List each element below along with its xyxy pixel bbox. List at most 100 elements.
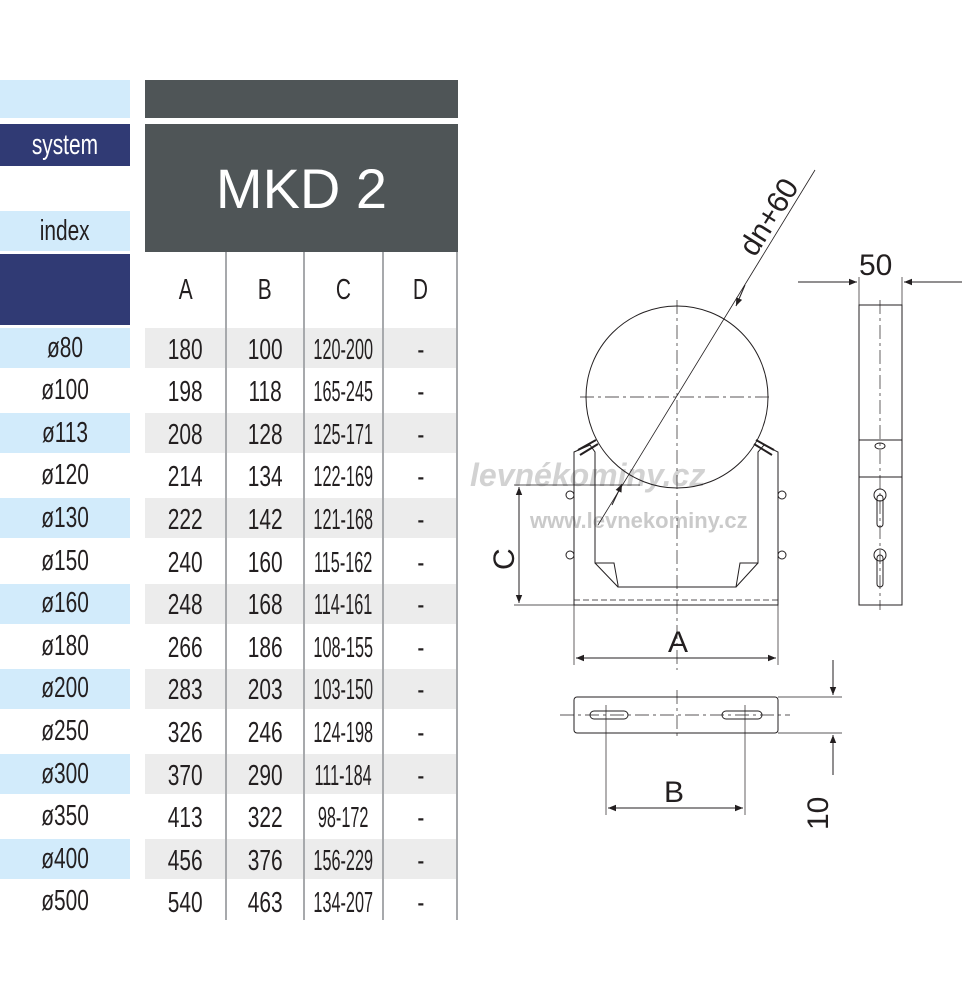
cell-value: -	[417, 461, 424, 494]
table-cell-c: 98-172	[304, 799, 383, 839]
table-cell-b: 134	[226, 458, 304, 498]
table-cell-c: 108-155	[304, 628, 383, 668]
table-row-dn: ø120	[0, 456, 130, 496]
cell-value: -	[417, 887, 424, 920]
column-header-text: B	[258, 273, 272, 306]
column-header-b: B	[226, 255, 304, 325]
cell-value: 283	[168, 674, 203, 707]
dn-value: ø180	[41, 629, 89, 662]
table-cell-d: -	[383, 671, 458, 711]
dim-diameter-label: dn+60	[733, 173, 806, 262]
dn-value: ø500	[41, 885, 89, 918]
table-cell-a: 198	[145, 373, 226, 413]
table-cell-c: 114-161	[304, 586, 383, 626]
table-row-dn: ø130	[0, 498, 130, 538]
table-cell-d: -	[383, 628, 458, 668]
table-cell-b: 128	[226, 415, 304, 455]
table-row-dn: ø160	[0, 584, 130, 624]
dim-c-label: C	[488, 548, 521, 570]
table-cell-c: 120-200	[304, 330, 383, 370]
row-background	[145, 413, 458, 454]
cell-value: -	[417, 333, 424, 366]
cell-value: 463	[247, 887, 283, 920]
cell-value: 413	[168, 802, 203, 835]
table-row-dn: ø180	[0, 626, 130, 666]
cell-value: 290	[247, 759, 283, 792]
table-cell-c: 125-171	[304, 415, 383, 455]
cell-value: 114-161	[314, 589, 373, 622]
table-cell-d: -	[383, 415, 458, 455]
table-cell-d: -	[383, 799, 458, 839]
dn-value: ø350	[41, 800, 89, 833]
left-column-header-block	[0, 254, 130, 325]
dn-value: ø300	[41, 757, 89, 790]
cell-value: 134-207	[313, 887, 374, 920]
table-top-bar	[145, 80, 458, 118]
row-background	[145, 754, 458, 794]
cell-value: 370	[168, 759, 203, 792]
dn-value: ø250	[41, 714, 89, 747]
table-cell-b: 186	[226, 628, 304, 668]
row-background	[145, 328, 458, 368]
cell-value: 120-200	[313, 333, 374, 366]
cell-value: 100	[247, 333, 283, 366]
cell-value: 540	[168, 887, 203, 920]
table-cell-a: 413	[145, 799, 226, 839]
table-cell-c: 134-207	[304, 884, 383, 924]
cell-value: 208	[168, 418, 203, 451]
table-cell-d: -	[383, 543, 458, 583]
cell-value: 322	[247, 802, 283, 835]
cell-value: 128	[247, 418, 283, 451]
row-background	[145, 839, 458, 880]
table-row-dn: ø300	[0, 754, 130, 794]
dim-thickness-label: 10	[802, 797, 835, 830]
table-cell-a: 222	[145, 500, 226, 540]
table-cell-a: 326	[145, 713, 226, 753]
cell-value: 198	[168, 376, 203, 409]
dn-background	[0, 583, 130, 624]
system-label-text: system	[31, 128, 99, 161]
table-cell-b: 160	[226, 543, 304, 583]
table-cell-a: 208	[145, 415, 226, 455]
table-row-dn: ø150	[0, 541, 130, 581]
cell-value: -	[417, 674, 424, 707]
table-cell-a: 180	[145, 330, 226, 370]
table-cell-d: -	[383, 841, 458, 881]
dn-value: ø80	[46, 331, 83, 364]
table-cell-a: 456	[145, 841, 226, 881]
table-cell-b: 463	[226, 884, 304, 924]
dn-value: ø200	[41, 672, 89, 705]
system-label: system	[0, 124, 130, 166]
table-row-dn: ø113	[0, 413, 130, 453]
dim-a-label: A	[668, 626, 688, 659]
index-label-text: index	[40, 214, 90, 247]
table-cell-d: -	[383, 373, 458, 413]
table-cell-b: 168	[226, 586, 304, 626]
row-background	[145, 668, 458, 709]
cell-value: -	[417, 418, 424, 451]
column-header-text: D	[412, 273, 429, 306]
cell-value: -	[417, 802, 424, 835]
dn-background	[0, 498, 130, 539]
table-cell-a: 283	[145, 671, 226, 711]
table-cell-b: 118	[226, 373, 304, 413]
table-cell-a: 248	[145, 586, 226, 626]
cell-value: -	[417, 716, 424, 749]
table-cell-c: 165-245	[304, 373, 383, 413]
cell-value: 125-171	[313, 418, 374, 451]
cell-value: 108-155	[313, 631, 374, 664]
table-cell-b: 100	[226, 330, 304, 370]
cell-value: 156-229	[313, 844, 374, 877]
cell-value: 122-169	[313, 461, 374, 494]
cell-value: 142	[247, 503, 283, 536]
cell-value: 203	[247, 674, 283, 707]
table-cell-d: -	[383, 500, 458, 540]
row-background	[145, 498, 458, 539]
cell-value: 124-198	[313, 716, 374, 749]
bracket-side-view	[858, 300, 903, 610]
dn-background	[0, 413, 130, 454]
table-cell-d: -	[383, 330, 458, 370]
cell-value: 240	[168, 546, 203, 579]
cell-value: 111-184	[314, 759, 373, 792]
